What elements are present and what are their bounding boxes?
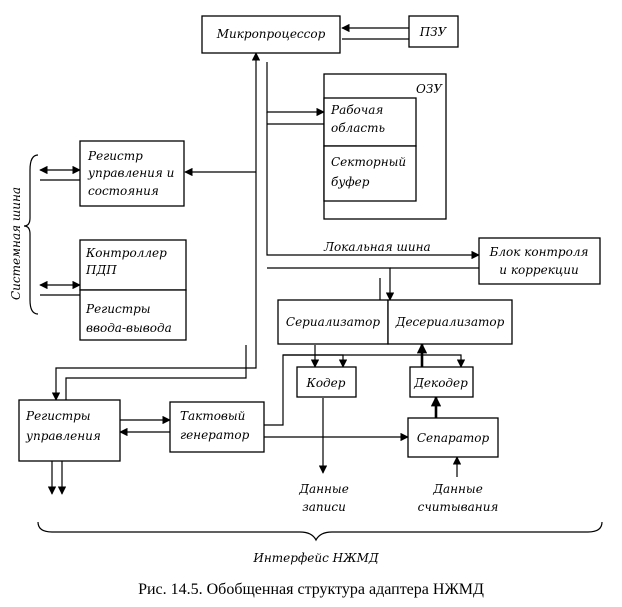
work-area-label-1: Рабочая [330, 103, 383, 117]
clock-generator-label-1: Тактовый [180, 409, 245, 423]
system-bus-brace [23, 154, 39, 315]
sector-buffer-label-2: буфер [331, 175, 370, 189]
deserializer-block: Десериализатор [387, 299, 513, 345]
read-data-label-2: считывания [418, 500, 499, 514]
control-status-register-label-3: состояния [88, 184, 159, 198]
write-data-label-1: Данные [298, 482, 349, 496]
control-registers-block: Регистры управления [18, 399, 121, 462]
fdd-interface-label: Интерфейс НЖМД [252, 551, 379, 565]
io-registers-block: Регистры ввода-вывода [79, 289, 187, 341]
control-status-register-block: Регистр управления и состояния [79, 140, 185, 207]
ram-block: ОЗУ Рабочая область Секторный буфер [323, 73, 447, 220]
encoder-block: Кодер [296, 366, 357, 398]
write-data-label-2: записи [302, 500, 346, 514]
deserializer-label: Десериализатор [395, 315, 505, 329]
work-area-label-2: область [331, 121, 385, 135]
serializer-label: Сериализатор [286, 315, 381, 329]
decoder-block: Декодер [409, 366, 474, 398]
local-bus-label: Локальная шина [323, 240, 431, 254]
microprocessor-label: Микропроцессор [216, 27, 326, 41]
read-data-label-1: Данные [432, 482, 483, 496]
clock-generator-label-2: генератор [180, 428, 250, 442]
decoder-label: Декодер [413, 376, 468, 390]
crc-unit-label-2: и коррекции [499, 263, 578, 277]
connection-lines [39, 23, 480, 495]
microprocessor-block: Микропроцессор [201, 15, 341, 54]
interface-brace [37, 521, 603, 542]
io-registers-label-1: Регистры [85, 302, 151, 316]
system-bus-label: Системная шина [9, 187, 23, 300]
separator-block: Сепаратор [407, 417, 499, 458]
crc-unit-block: Блок контроля и коррекции [478, 237, 601, 285]
control-status-register-label-1: Регистр [87, 149, 143, 163]
crc-unit-label-1: Блок контроля [489, 245, 589, 259]
dma-controller-label-2: ПДП [85, 263, 117, 277]
io-registers-label-2: ввода-вывода [86, 321, 172, 335]
control-registers-label-2: управления [25, 429, 101, 443]
encoder-label: Кодер [306, 376, 346, 390]
ram-label: ОЗУ [416, 82, 443, 96]
dma-controller-block: Контроллер ПДП [79, 239, 187, 291]
separator-label: Сепаратор [417, 431, 490, 445]
rom-block: ПЗУ [408, 15, 459, 48]
serializer-block: Сериализатор [277, 299, 389, 345]
control-registers-label-1: Регистры [25, 409, 91, 423]
clock-generator-block: Тактовый генератор [169, 401, 265, 453]
figure-caption: Рис. 14.5. Обобщенная структура адаптера… [138, 581, 484, 598]
sector-buffer-label-1: Секторный [331, 155, 406, 169]
rom-label: ПЗУ [419, 25, 448, 39]
control-status-register-label-2: управления и [87, 166, 174, 180]
dma-controller-label-1: Контроллер [85, 246, 167, 260]
